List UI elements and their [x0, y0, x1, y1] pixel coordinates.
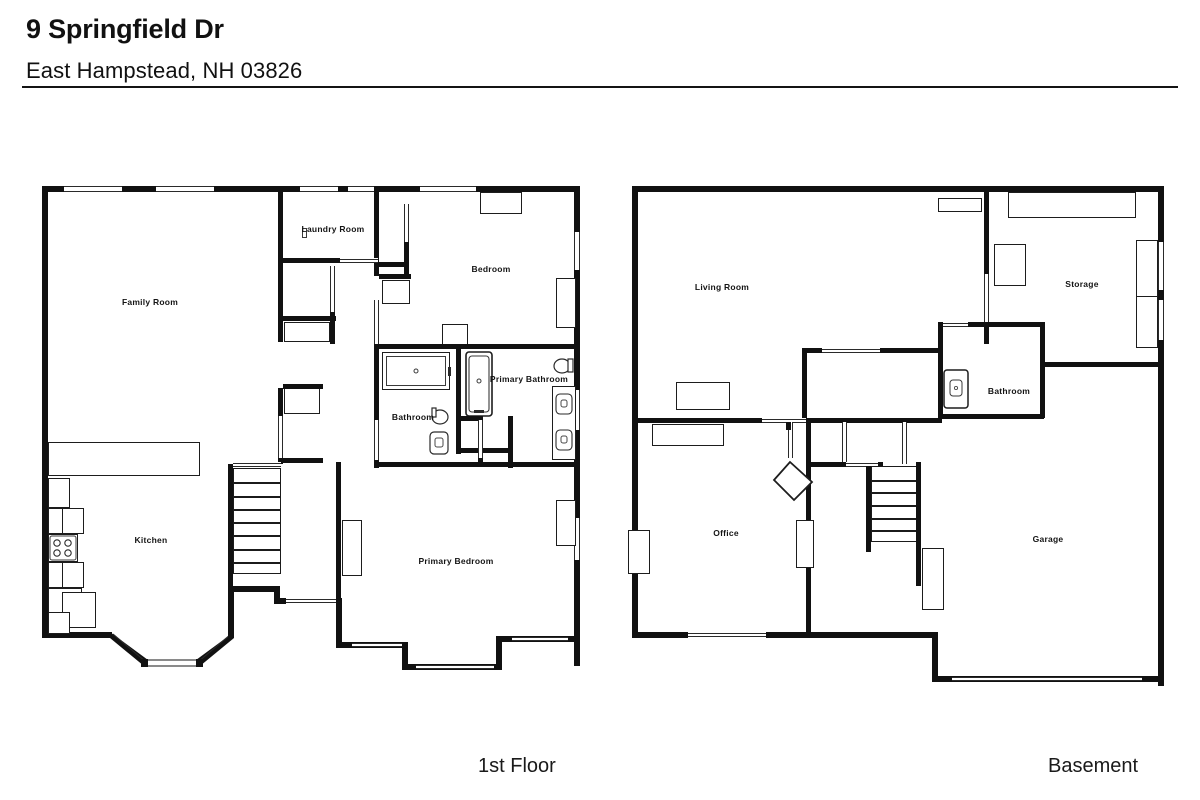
stair-tread	[234, 535, 280, 537]
caption-basement: Basement	[1048, 755, 1139, 777]
room-label-family-room: Family Room	[121, 297, 179, 307]
room-label-laundry-room: Laundry Room	[301, 224, 365, 234]
stair-tread	[234, 549, 280, 551]
page-title: 9 Springfield Dr	[26, 14, 224, 44]
kitchen-stove-burners	[49, 535, 77, 561]
room-label-office: Office	[713, 528, 739, 538]
room-label-basement-bathroom: Bathroom	[987, 386, 1031, 396]
room-label-living-room: Living Room	[694, 282, 750, 292]
floorplan-first-floor: Family Room Laundry Room Bedroom Bathroo…	[0, 0, 620, 720]
address-subtitle: East Hampstead, NH 03826	[26, 58, 303, 83]
stair-tread	[234, 509, 280, 511]
room-label-primary-bathroom: Primary Bathroom	[489, 374, 569, 384]
stair-tread	[872, 530, 918, 532]
primary-vanity-sinks	[555, 393, 573, 451]
stair-tread	[234, 562, 280, 564]
room-label-bedroom: Bedroom	[471, 264, 511, 274]
kitchen-bay-window	[110, 632, 234, 667]
floorplan-basement: Living Room Storage Bathroom Office Gara…	[628, 186, 1164, 686]
staircase-basement	[871, 466, 919, 542]
basement-bath-fixtures	[943, 369, 969, 409]
room-label-garage: Garage	[1032, 534, 1064, 544]
room-label-primary-bedroom: Primary Bedroom	[418, 556, 494, 566]
stair-tread	[872, 480, 918, 482]
bathroom-fixtures	[413, 351, 574, 455]
stair-tread	[234, 496, 280, 498]
header-divider	[22, 86, 1178, 88]
stair-tread	[234, 482, 280, 484]
room-label-storage: Storage	[1065, 279, 1099, 289]
document-header: 9 Springfield Dr East Hampstead, NH 0382…	[0, 0, 1200, 100]
stair-tread	[872, 505, 918, 507]
stair-tread	[872, 518, 918, 520]
room-label-kitchen: Kitchen	[134, 535, 168, 545]
staircase-first-floor	[233, 468, 281, 574]
caption-first-floor: 1st Floor	[478, 755, 556, 777]
stair-tread	[872, 492, 918, 494]
stair-tread	[234, 522, 280, 524]
utility-diamond-icon	[772, 460, 814, 502]
room-label-bathroom: Bathroom	[391, 412, 435, 422]
